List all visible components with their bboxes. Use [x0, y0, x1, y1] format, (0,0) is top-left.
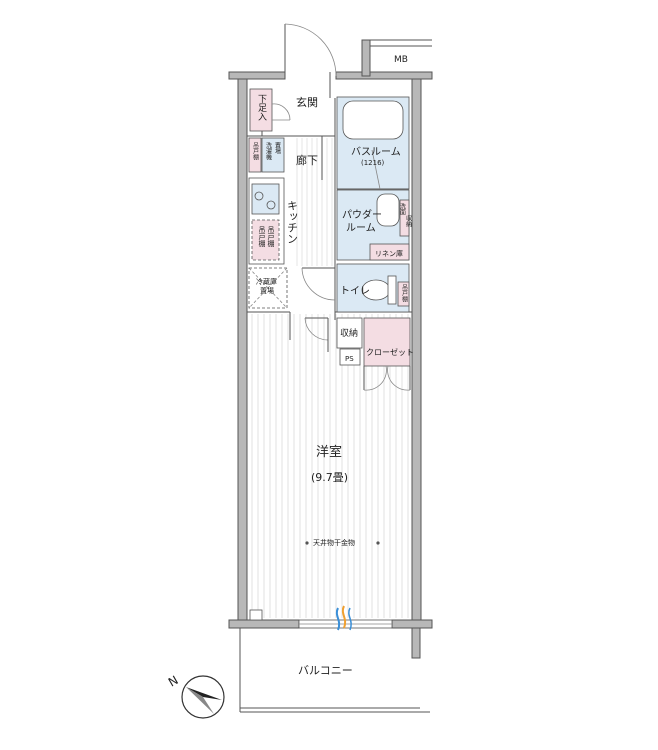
- label-linen-cabinet: リネン庫: [375, 249, 403, 258]
- pipe-space: [339, 348, 361, 366]
- upper-cabinet-a: [248, 137, 262, 173]
- outer-walls: [228, 39, 433, 629]
- label-kitchen: キッチン: [286, 200, 299, 244]
- label-powder-room-2: ルーム: [346, 222, 376, 234]
- floor-boards: [251, 138, 409, 618]
- closet-doors: [363, 365, 411, 391]
- label-powder-room-1: パウダー: [342, 208, 382, 221]
- label-towel-storage-2: 収納: [405, 215, 412, 228]
- label-storage: 収納: [340, 327, 358, 339]
- label-pipe-space: PS: [345, 355, 354, 363]
- label-upper-cabinet-a: 吊戸棚: [252, 142, 259, 161]
- vertical-labels: キッチン 下足入 吊戸棚 洗濯機 置場 吊戸棚 吊戸棚 洗面 収納 吊戸棚: [252, 94, 412, 303]
- label-meter-box: MB: [394, 55, 408, 65]
- bathtub: [342, 100, 404, 140]
- wash-basin: [376, 193, 400, 227]
- label-upper-cabinet-d: 吊戸棚: [401, 284, 408, 303]
- label-refrigerator-1: 冷蔵庫: [256, 277, 277, 286]
- label-towel-storage-1: 洗面: [399, 202, 406, 216]
- upper-cabinet-b: [251, 219, 280, 261]
- label-closet: クローゼット: [366, 347, 414, 357]
- interior-doors: [289, 267, 336, 352]
- compass-north-label: N: [166, 673, 181, 690]
- label-entrance: 玄関: [296, 95, 318, 109]
- entrance-door: [284, 23, 337, 98]
- label-balcony: バルコニー: [298, 664, 353, 677]
- balcony: [239, 627, 430, 713]
- label-bathroom-size: (1216): [361, 159, 385, 167]
- linen-cabinet: [369, 243, 410, 261]
- water-heater-mark: [335, 605, 352, 631]
- label-upper-cabinet-c: 吊戸棚: [267, 226, 275, 248]
- label-refrigerator-2: 置場: [260, 286, 274, 295]
- storage: [336, 317, 363, 349]
- label-shoe-storage: 下足入: [256, 94, 267, 121]
- shoe-storage: [249, 88, 273, 132]
- label-western-room: 洋室: [316, 444, 342, 460]
- compass: N: [166, 673, 225, 719]
- upper-cabinet-d: [397, 281, 410, 307]
- towel-storage: [399, 199, 410, 237]
- label-washer-2: 置場: [274, 142, 281, 155]
- label-ceiling-dryer: 天井物干金物: [313, 538, 355, 547]
- label-bathroom: バスルーム: [351, 146, 401, 158]
- washer-space: [261, 137, 285, 173]
- label-washer-1: 洗濯機: [265, 141, 272, 161]
- label-upper-cabinet-b: 吊戸棚: [258, 226, 266, 248]
- closet: [363, 317, 411, 367]
- label-western-room-size: (9.7畳): [311, 471, 348, 484]
- label-toilet: トイレ: [340, 286, 370, 297]
- label-corridor: 廊下: [296, 153, 318, 167]
- stove-burner: [254, 191, 264, 201]
